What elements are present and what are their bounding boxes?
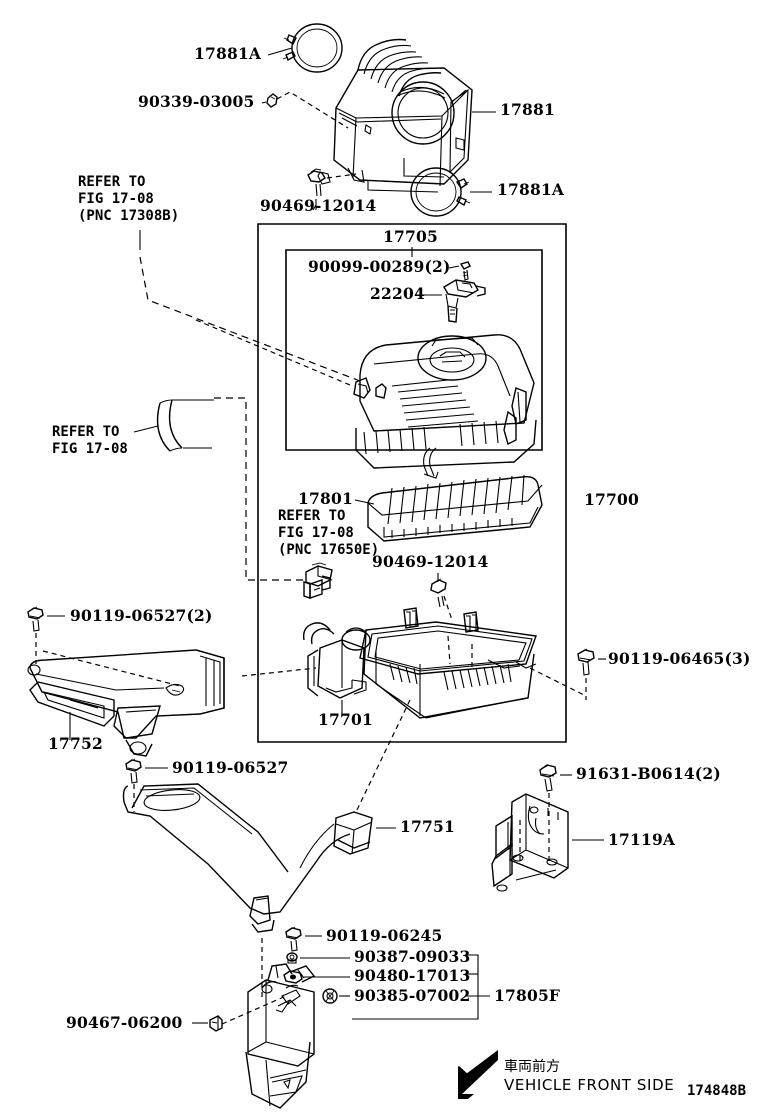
air-filter-17801-shape xyxy=(368,475,542,541)
nut-90385-shape xyxy=(323,989,337,1003)
dash-refer-to-cap2 xyxy=(196,320,350,385)
label-17752: 17752 xyxy=(48,734,103,753)
refer-block-mid-left: REFER TO FIG 17-08 xyxy=(52,424,128,457)
front-side-label-en: VEHICLE FRONT SIDE xyxy=(504,1076,675,1094)
label-90469-12014-top: 90469-12014 xyxy=(260,196,377,215)
air-cleaner-hose-17881-shape xyxy=(318,40,472,193)
label-17705: 17705 xyxy=(383,227,438,246)
leader-17881a-top xyxy=(268,48,292,55)
label-17805f: 17805F xyxy=(494,986,561,1005)
label-17701: 17701 xyxy=(318,710,373,729)
bolt-90119-06245-shape xyxy=(286,927,301,951)
label-90119-06465-3: 90119-06465(3) xyxy=(608,649,751,668)
front-side-arrow xyxy=(458,1050,498,1099)
label-91631-b0614: 91631-B0614(2) xyxy=(576,764,721,783)
maf-sensor-22204-shape xyxy=(444,280,485,322)
bolt-90119-06465-3-shape xyxy=(578,649,594,675)
label-17119a: 17119A xyxy=(608,830,676,849)
label-17751: 17751 xyxy=(400,817,455,836)
label-90480-17013: 90480-17013 xyxy=(354,966,471,985)
label-17881a-lower: 17881A xyxy=(497,180,565,199)
leader-17801 xyxy=(355,500,374,504)
dash-bolt-90469-mid xyxy=(444,596,452,620)
label-90119-06527-2: 90119-06527(2) xyxy=(70,606,213,625)
air-inlet-17751-shape xyxy=(124,784,373,932)
resonator-17805f-shape xyxy=(246,964,314,1108)
clip-90467-shape xyxy=(210,1016,222,1031)
bolt-90119-06527-2-shape xyxy=(28,607,43,631)
air-cleaner-cap-shape xyxy=(354,335,536,478)
clamp-upper-17881a-shape xyxy=(283,24,342,72)
leader-90339 xyxy=(262,102,266,103)
bolt-90119-06527-shape xyxy=(126,759,141,783)
grommet-90387-shape xyxy=(287,953,297,963)
screw-90099-shape xyxy=(461,262,470,280)
inner-box-cap xyxy=(286,250,542,450)
dash-bolt-to-duct-2 xyxy=(43,651,180,686)
bolt-91631-shape xyxy=(540,765,556,791)
label-90099-00289: 90099-00289(2) xyxy=(308,257,451,276)
label-22204: 22204 xyxy=(370,284,425,303)
label-90385-07002: 90385-07002 xyxy=(354,986,471,1005)
label-90467-06200: 90467-06200 xyxy=(66,1013,183,1032)
dash-90339-to-body xyxy=(277,92,348,128)
label-17801: 17801 xyxy=(298,489,353,508)
label-90339-03005: 90339-03005 xyxy=(138,92,255,111)
refer-block-top-left: REFER TO FIG 17-08 (PNC 17308B) xyxy=(78,174,180,224)
bolt-90469-top-shape xyxy=(308,169,325,196)
air-cleaner-case-17701-shape xyxy=(304,608,536,718)
front-side-label-jp: 車両前方 xyxy=(504,1059,560,1075)
label-90119-06527: 90119-06527 xyxy=(172,758,289,777)
valve-17650e-shape xyxy=(304,563,332,598)
label-17700: 17700 xyxy=(584,490,639,509)
label-90387-09033: 90387-09033 xyxy=(354,947,471,966)
label-90119-06245: 90119-06245 xyxy=(326,926,443,945)
label-17881: 17881 xyxy=(500,100,555,119)
bracket-17119a-shape xyxy=(492,794,568,891)
dash-case-right xyxy=(530,668,586,696)
dash-case-to-duct xyxy=(242,668,316,676)
leader-refer-mid xyxy=(134,426,158,432)
label-17881a-top: 17881A xyxy=(194,44,262,63)
collar-90480-shape xyxy=(284,971,302,983)
dash-bolt-to-body xyxy=(327,174,356,178)
diagram-number: 174848B xyxy=(687,1083,747,1099)
clip-90339-shape xyxy=(267,94,277,107)
clamp-lower-17881a-shape xyxy=(411,168,470,216)
hose-stub-shape xyxy=(158,400,214,451)
bolt-90469-mid-shape xyxy=(431,579,446,607)
dash-90467-to-resonator xyxy=(222,996,286,1024)
label-90469-12014-mid: 90469-12014 xyxy=(372,552,489,571)
refer-block-filter: REFER TO FIG 17-08 (PNC 17650E) xyxy=(278,508,380,558)
